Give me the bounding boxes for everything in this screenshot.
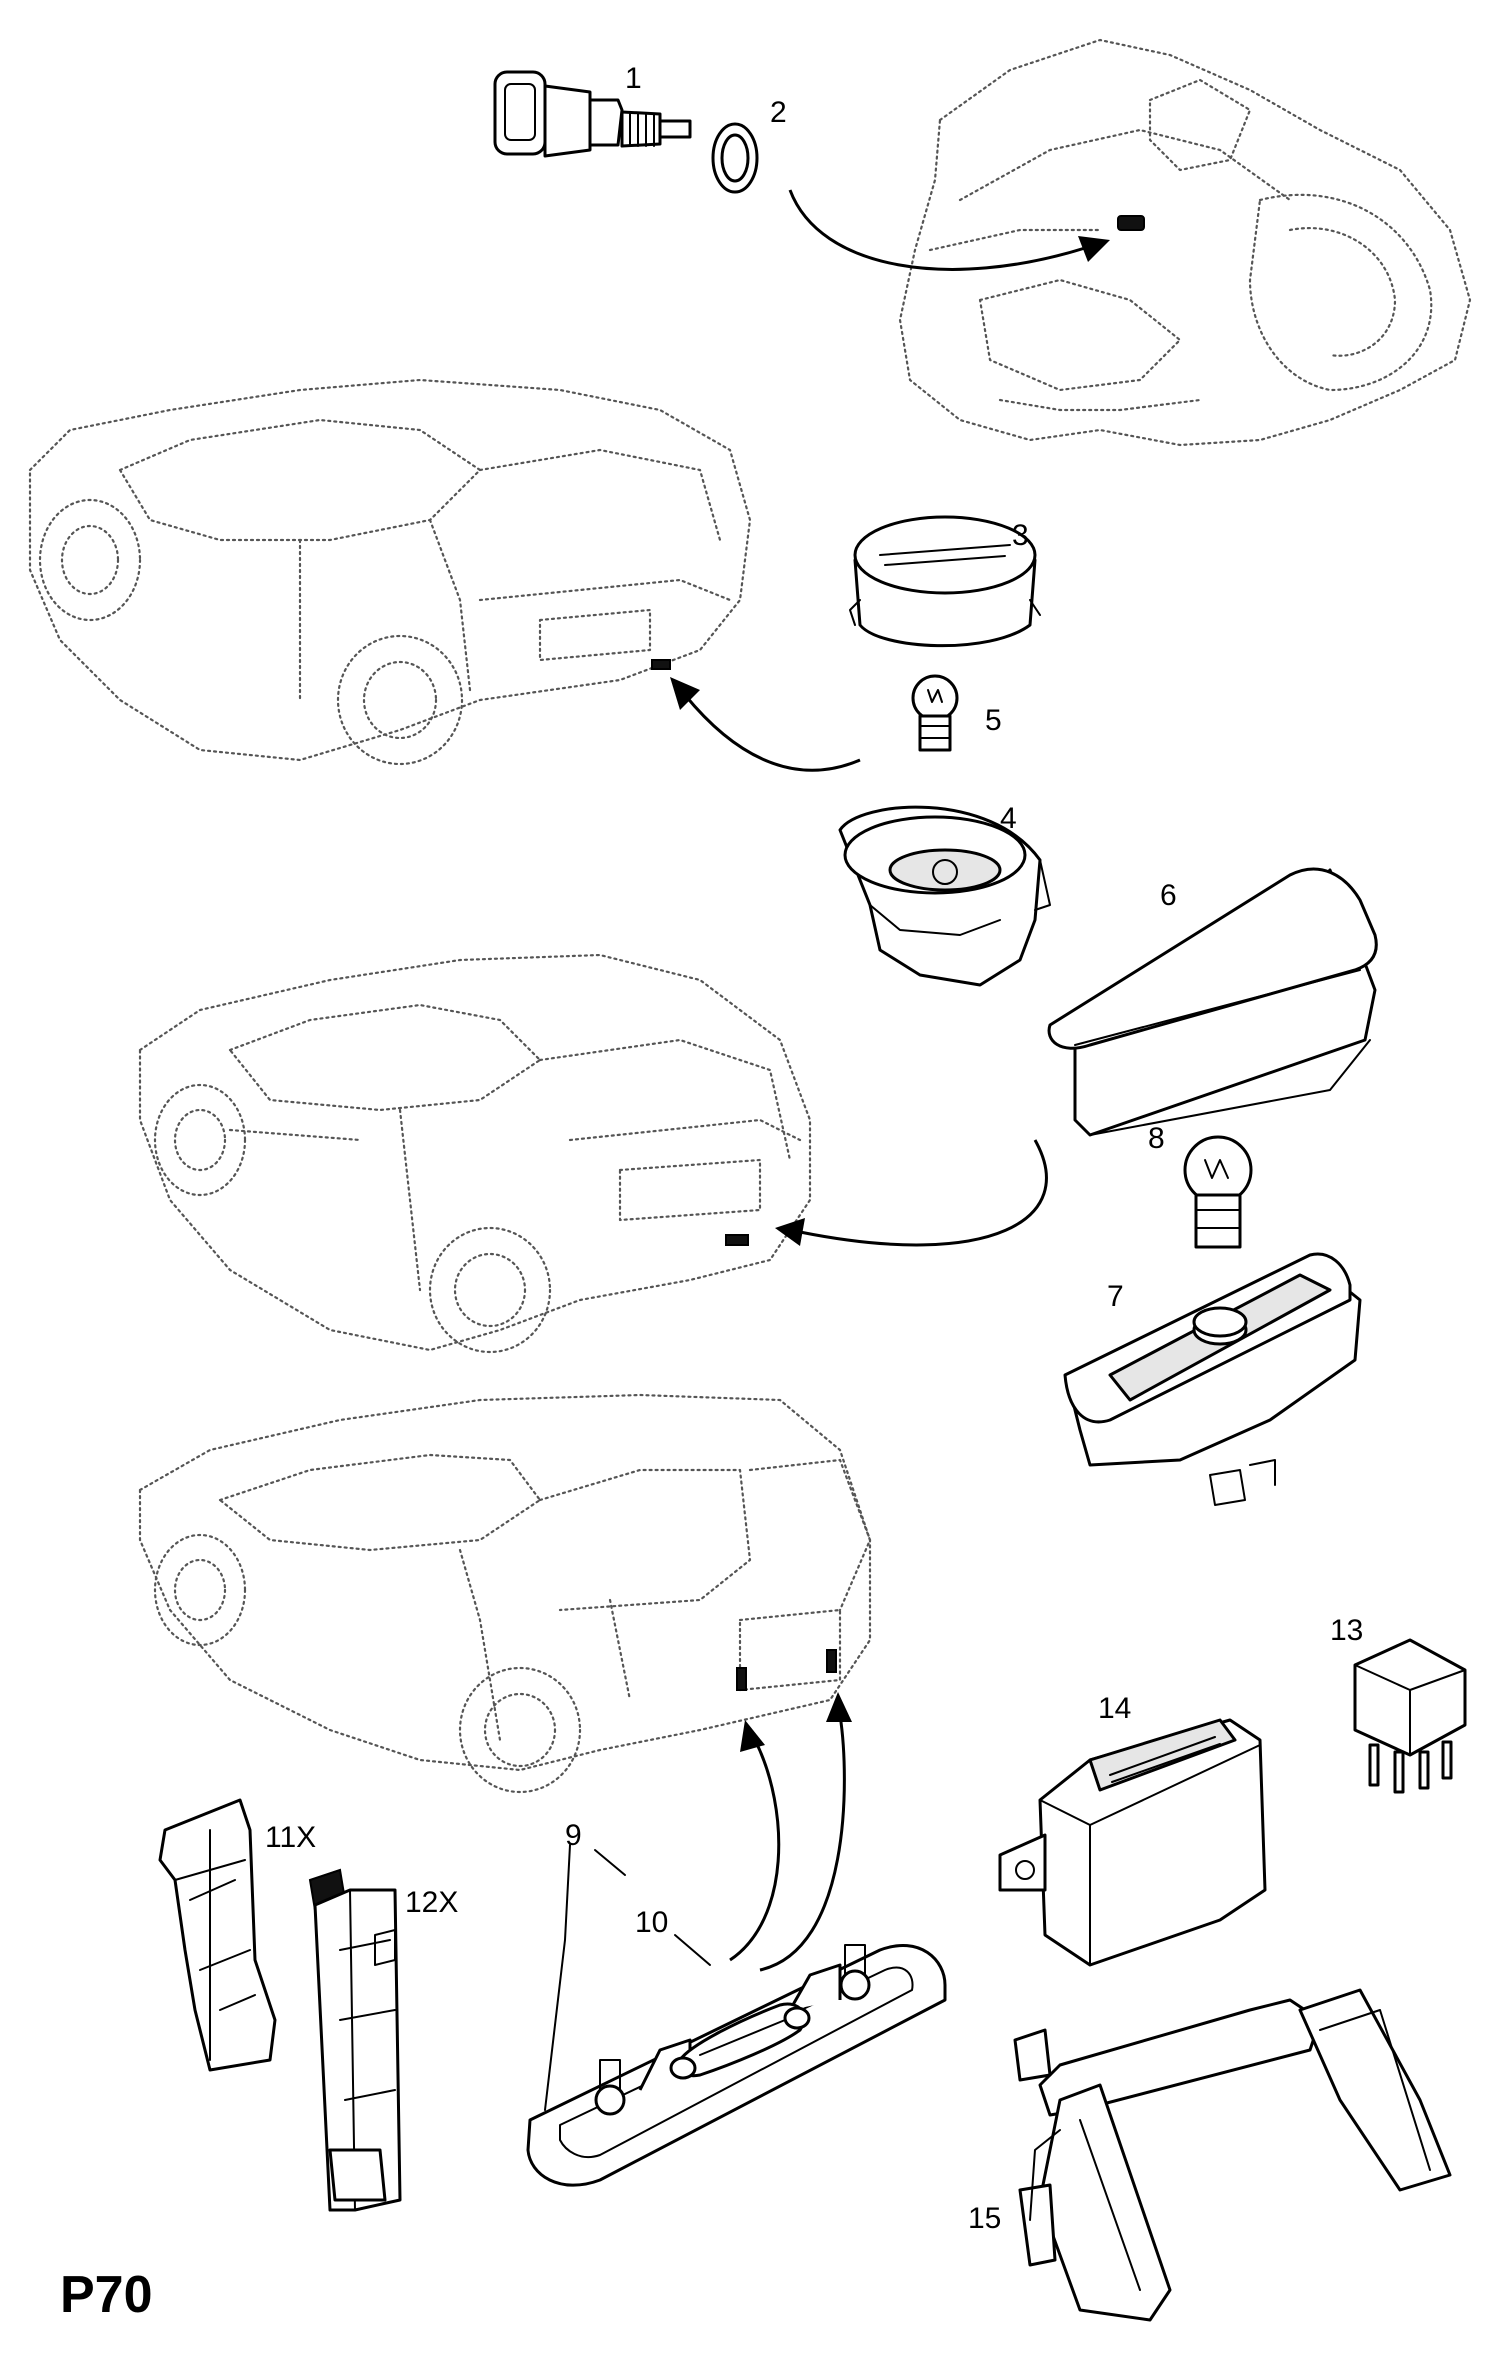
part-10-festoon-bulb xyxy=(669,2002,811,2080)
callout-12x: 12X xyxy=(405,1886,458,1919)
part-5-bulb xyxy=(911,674,959,752)
callout-14: 14 xyxy=(1098,1692,1131,1725)
callout-9: 9 xyxy=(565,1819,582,1852)
callout-6: 6 xyxy=(1160,879,1177,912)
car-hatchback-5door xyxy=(28,378,752,766)
arrow-lamp-to-car2 xyxy=(775,1139,1048,1247)
part-3-lens xyxy=(849,515,1041,648)
part-6-lens xyxy=(1047,867,1378,1137)
part-8-bulb xyxy=(1183,1135,1253,1249)
part-2-seal-ring xyxy=(711,122,759,194)
callout-8: 8 xyxy=(1148,1122,1165,1155)
car-estate xyxy=(138,1393,872,1794)
part-11x-bracket xyxy=(158,1798,277,2072)
callout-3: 3 xyxy=(1012,519,1029,552)
leader-lines xyxy=(544,1844,1061,2221)
part-14-control-unit xyxy=(998,1718,1267,1967)
part-1-switch xyxy=(493,70,692,158)
callout-15: 15 xyxy=(968,2202,1001,2235)
callout-4: 4 xyxy=(1000,802,1017,835)
gearbox-housing xyxy=(898,38,1472,447)
arrow-switch-to-gearbox xyxy=(788,189,1110,271)
part-7-housing xyxy=(1063,1252,1362,1506)
arrows-to-car3 xyxy=(729,1692,852,1972)
callout-1: 1 xyxy=(625,62,642,95)
car-hatchback-3door xyxy=(138,953,812,1354)
callout-10: 10 xyxy=(635,1906,668,1939)
callout-13: 13 xyxy=(1330,1614,1363,1647)
part-15-bracket xyxy=(1013,1988,1452,2322)
part-9-plate-lamp xyxy=(526,1944,947,2187)
part-4-housing xyxy=(838,805,1051,987)
part-12x-bracket xyxy=(308,1868,402,2212)
callout-11x: 11X xyxy=(265,1821,316,1854)
callout-2: 2 xyxy=(770,96,787,129)
page-reference: P70 xyxy=(60,2266,153,2324)
arrow-lamp-to-car1 xyxy=(670,677,861,772)
callout-7: 7 xyxy=(1107,1280,1124,1313)
callout-labels: 1 2 3 4 5 6 7 8 9 10 11X 12X 13 14 15 xyxy=(265,62,1363,2235)
callout-5: 5 xyxy=(985,704,1002,737)
part-13-relay xyxy=(1353,1638,1467,1794)
